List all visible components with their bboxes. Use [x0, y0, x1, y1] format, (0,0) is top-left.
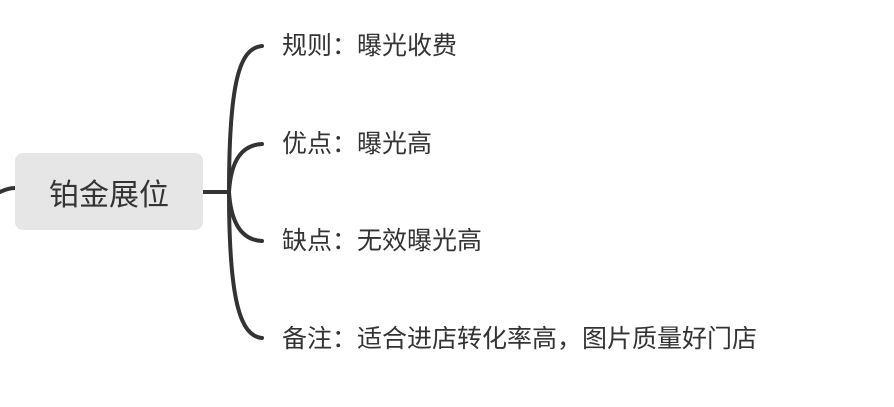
branch-connector-4	[227, 190, 264, 340]
branch-value: 适合进店转化率高，图片质量好门店	[357, 324, 758, 353]
branch-connector-1	[227, 44, 264, 194]
branch-connector-3	[227, 190, 264, 243]
branch-topic-advantage[interactable]: 优点：曝光高	[282, 129, 432, 159]
branch-key: 缺点	[282, 226, 333, 255]
branch-value: 曝光收费	[357, 31, 458, 60]
branch-value: 无效曝光高	[357, 226, 483, 255]
branch-separator: ：	[332, 226, 358, 255]
branch-value: 曝光高	[357, 129, 433, 158]
branch-connector-2	[227, 142, 264, 194]
parent-connector	[0, 186, 17, 194]
branch-separator: ：	[332, 129, 358, 158]
branch-key: 备注	[282, 324, 333, 353]
branch-key: 优点	[282, 129, 333, 158]
branch-topic-disadvantage[interactable]: 缺点：无效曝光高	[282, 226, 482, 256]
central-topic-node[interactable]: 铂金展位	[15, 153, 203, 230]
branch-separator: ：	[332, 324, 358, 353]
branch-topic-rule[interactable]: 规则：曝光收费	[282, 31, 457, 61]
branch-separator: ：	[332, 31, 358, 60]
branch-topic-note[interactable]: 备注：适合进店转化率高，图片质量好门店	[282, 324, 757, 354]
branch-key: 规则	[282, 31, 333, 60]
central-topic-label: 铂金展位	[49, 177, 169, 213]
